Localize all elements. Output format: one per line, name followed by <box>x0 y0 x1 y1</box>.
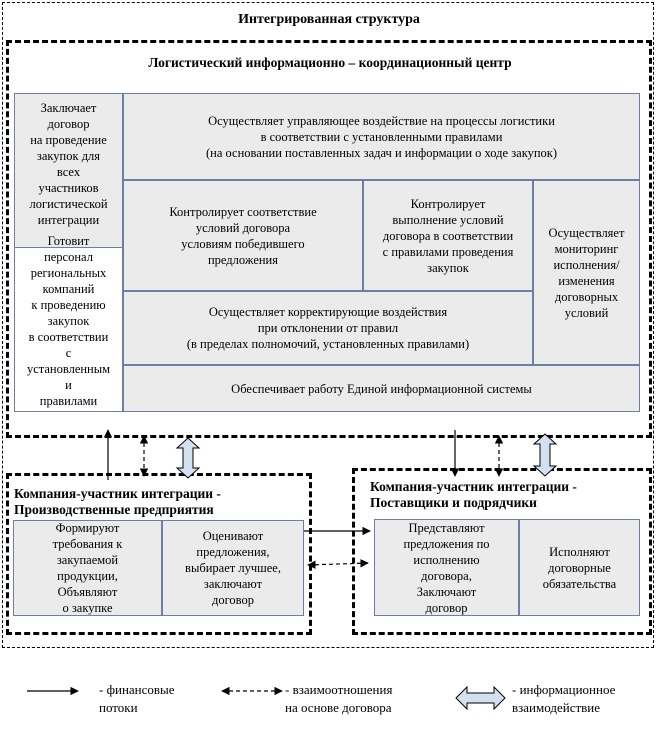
prepares-staff-cell: Готовит персонал региональных компаний к… <box>26 234 111 408</box>
requirements-cell: Формируют требования к закупаемой продук… <box>13 520 162 616</box>
manages-logistics-cell: Осуществляет управляющее воздействие на … <box>123 93 640 180</box>
offers-cell: Представляют предложения по исполнению д… <box>374 519 519 616</box>
integrated-structure-frame <box>2 2 654 648</box>
supplier-company-title: Компания-участник интеграции - Поставщик… <box>370 479 577 510</box>
info-arrow-producer-center <box>175 437 201 479</box>
legend-contract-label: - взаимоотношения на основе договора <box>285 682 393 715</box>
legend-financial-label: - финансовые потоки <box>99 682 175 715</box>
info-arrow-center-supplier <box>532 433 558 477</box>
left-column-border <box>14 248 123 412</box>
monitoring-cell: Осуществляет мониторинг исполнения/ изме… <box>533 180 640 365</box>
corrective-actions-cell: Осуществляет корректирующие воздействия … <box>123 291 533 365</box>
producer-company-frame <box>6 473 312 635</box>
controls-execution-cell: Контролирует выполнение условий договора… <box>363 180 533 291</box>
legend-info-label: - информационное взаимодействие <box>512 682 616 715</box>
producer-company-title: Компания-участник интеграции - Производс… <box>14 486 221 517</box>
integrated-structure-title: Интегрированная структура <box>238 12 420 27</box>
legend-info-arrow <box>455 685 506 711</box>
logistic-center-frame <box>6 40 652 438</box>
information-system-cell: Обеспечивает работу Единой информационно… <box>123 365 640 412</box>
evaluates-offers-cell: Оценивают предложения, выбирает лучшее, … <box>162 520 304 616</box>
executes-obligations-cell: Исполняют договорные обязательства <box>519 519 640 616</box>
logistic-center-title: Логистический информационно – координаци… <box>148 55 512 70</box>
controls-terms-cell: Контролирует соответствие условий догово… <box>123 180 363 291</box>
contract-arrow-producer-supplier <box>307 559 369 569</box>
contracts-cell: Заключает договор на проведение закупок … <box>14 93 123 248</box>
